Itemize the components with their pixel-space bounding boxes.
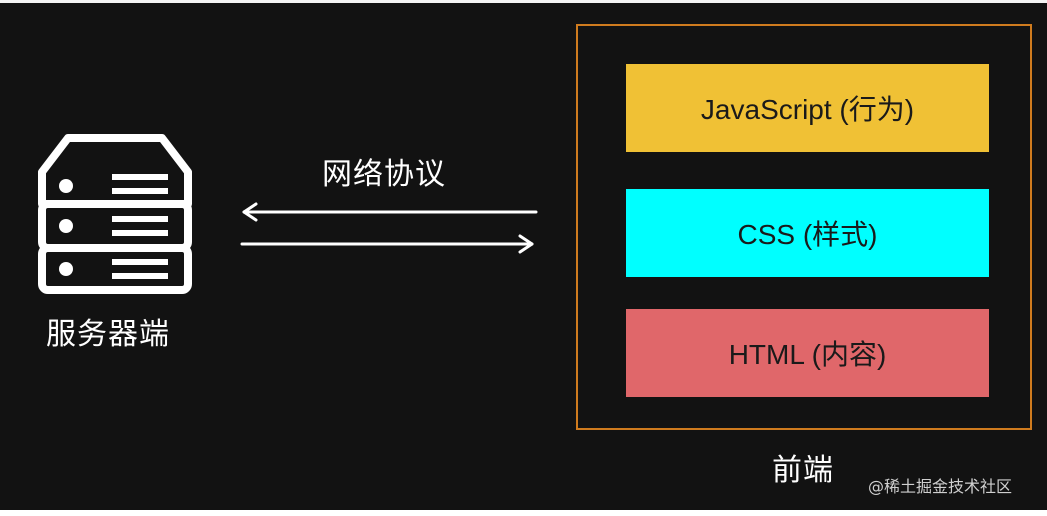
javascript-layer: JavaScript (行为) bbox=[626, 64, 989, 152]
server-label: 服务器端 bbox=[46, 317, 170, 352]
frontend-container: JavaScript (行为) CSS (样式) HTML (内容) bbox=[576, 24, 1032, 430]
css-layer-label: CSS (样式) bbox=[737, 219, 878, 250]
server-rack-icon bbox=[38, 134, 192, 294]
connection-arrows bbox=[240, 202, 538, 254]
protocol-label: 网络协议 bbox=[322, 157, 446, 192]
arrow-right-icon bbox=[240, 234, 534, 254]
arrow-left-icon bbox=[242, 202, 538, 222]
bottom-border bbox=[0, 510, 1047, 516]
javascript-layer-label: JavaScript (行为) bbox=[700, 94, 915, 125]
css-layer: CSS (样式) bbox=[626, 189, 989, 277]
html-layer-label: HTML (内容) bbox=[728, 339, 887, 370]
frontend-label: 前端 bbox=[772, 453, 834, 488]
attribution-text: @稀土掘金技术社区 bbox=[868, 477, 1013, 496]
top-border bbox=[0, 0, 1047, 3]
html-layer: HTML (内容) bbox=[626, 309, 989, 397]
